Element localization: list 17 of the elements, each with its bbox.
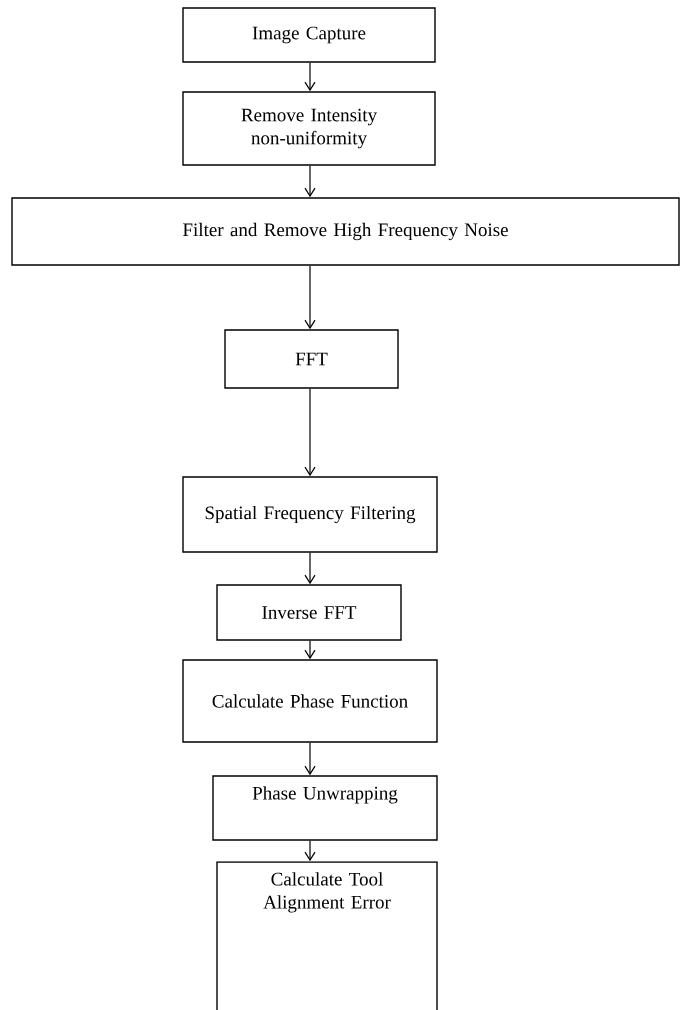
process-box: Spatial Frequency Filtering bbox=[182, 476, 438, 553]
process-box: Filter and Remove High Frequency Noise bbox=[11, 197, 680, 266]
process-box: Remove Intensity non-uniformity bbox=[182, 91, 436, 166]
arrow bbox=[304, 388, 316, 477]
arrow bbox=[304, 742, 316, 776]
arrow bbox=[304, 840, 316, 862]
arrow bbox=[304, 265, 316, 330]
process-box: Inverse FFT bbox=[216, 584, 402, 641]
arrow bbox=[304, 165, 316, 198]
process-box: Image Capture bbox=[182, 7, 436, 63]
process-box: Calculate Phase Function bbox=[182, 659, 438, 743]
arrow bbox=[304, 62, 316, 92]
arrow bbox=[304, 640, 316, 660]
arrow bbox=[304, 552, 316, 585]
process-box: FFT bbox=[224, 329, 399, 389]
process-box: Phase Unwrapping bbox=[212, 775, 438, 841]
process-box: Calculate Tool Alignment Error bbox=[216, 861, 438, 1010]
